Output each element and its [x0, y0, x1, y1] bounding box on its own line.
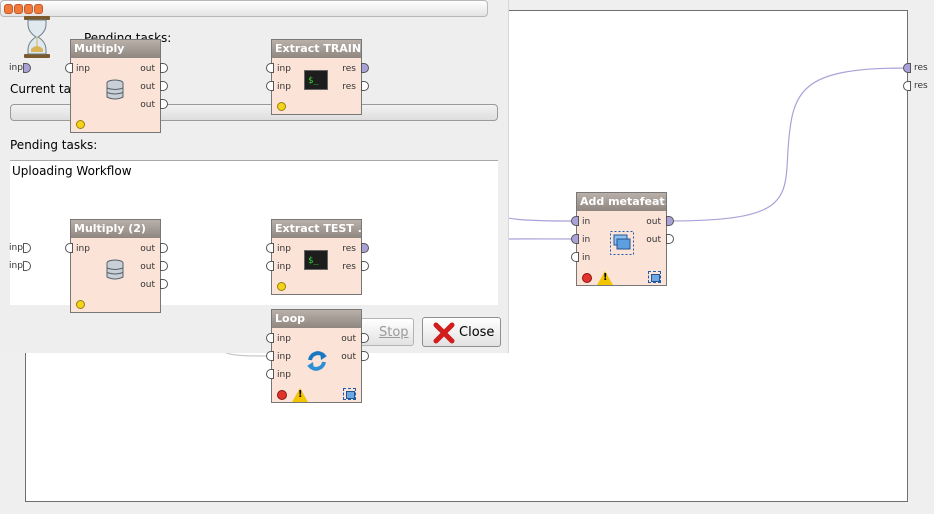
- port-label: out: [140, 262, 155, 272]
- port-label: out: [140, 82, 155, 92]
- port-label: in: [582, 217, 591, 227]
- warning-icon: !: [292, 388, 308, 402]
- port-label: out: [646, 217, 661, 227]
- svg-text:$_: $_: [308, 256, 319, 266]
- port-label: inp: [277, 370, 291, 380]
- port-multiply2-in-1[interactable]: [65, 243, 73, 253]
- window-button-2[interactable]: [14, 4, 23, 14]
- canvas-input-port-3[interactable]: [23, 261, 31, 271]
- canvas-input-port-2[interactable]: [23, 243, 31, 253]
- operator-title: Add metafeat...: [577, 193, 666, 211]
- port-add-in-3[interactable]: [571, 252, 579, 262]
- port-loop-in-1[interactable]: [266, 333, 274, 343]
- canvas-output-port-2[interactable]: [903, 81, 911, 91]
- list-item: Uploading Workflow: [12, 164, 132, 178]
- operator-loop[interactable]: Loop inp inp inp out out !: [271, 309, 362, 403]
- loop-icon: [307, 351, 327, 371]
- canvas-output-port-1[interactable]: [903, 63, 911, 73]
- window-button-4[interactable]: [34, 4, 43, 14]
- port-label: out: [140, 100, 155, 110]
- port-label: out: [140, 280, 155, 290]
- port-train-in-2[interactable]: [266, 81, 274, 91]
- subprocess-icon[interactable]: [648, 271, 661, 283]
- port-label: inp: [277, 64, 291, 74]
- terminal-icon: $_: [304, 250, 328, 270]
- operator-title: Multiply (2): [71, 220, 160, 238]
- port-test-in-1[interactable]: [266, 243, 274, 253]
- pending-tasks-label: Pending tasks:: [10, 138, 98, 152]
- port-label: out: [646, 235, 661, 245]
- port-multiply-in-1[interactable]: [65, 63, 73, 73]
- port-label: in: [582, 235, 591, 245]
- operator-extract-train[interactable]: Extract TRAIN ... inp inp res res $_: [271, 39, 362, 115]
- operator-title: Loop: [272, 310, 361, 328]
- window-button-3[interactable]: [24, 4, 33, 14]
- port-loop-out-1[interactable]: [361, 333, 369, 343]
- operator-multiply-2[interactable]: Multiply (2) inp out out out: [70, 219, 161, 313]
- port-add-in-2[interactable]: [571, 234, 579, 244]
- status-indicator: [76, 300, 85, 309]
- port-test-in-2[interactable]: [266, 261, 274, 271]
- operator-title: Multiply: [71, 40, 160, 58]
- port-loop-in-3[interactable]: [266, 369, 274, 379]
- operator-add-metafeatures[interactable]: Add metafeat... in in in out out !: [576, 192, 667, 286]
- subprocess-icon[interactable]: [343, 388, 356, 400]
- operator-multiply[interactable]: Multiply inp out out out: [70, 39, 161, 133]
- operator-title: Extract TRAIN ...: [272, 40, 361, 58]
- close-button-label: Close: [459, 325, 495, 340]
- port-label: in: [582, 253, 591, 263]
- hourglass-icon: [24, 16, 50, 58]
- terminal-icon: $_: [304, 70, 328, 90]
- error-indicator: [582, 273, 592, 283]
- canvas-input-label-2: inp: [9, 243, 23, 253]
- port-label: out: [341, 352, 356, 362]
- port-loop-out-2[interactable]: [361, 351, 369, 361]
- port-label: out: [140, 64, 155, 74]
- operator-extract-test[interactable]: Extract TEST ... inp inp res res $_: [271, 219, 362, 295]
- port-train-in-1[interactable]: [266, 63, 274, 73]
- port-label: inp: [277, 352, 291, 362]
- close-x-icon: [433, 322, 455, 344]
- warning-icon: !: [597, 271, 613, 285]
- port-test-out-2[interactable]: [361, 261, 369, 271]
- port-label: res: [342, 244, 356, 254]
- dialog-titlebar[interactable]: [0, 0, 488, 17]
- port-add-out-2[interactable]: [666, 234, 674, 244]
- window-button-1[interactable]: [4, 4, 13, 14]
- canvas-input-port-1[interactable]: [23, 63, 31, 73]
- current-task-label: Current task: [10, 82, 85, 96]
- port-label: out: [341, 334, 356, 344]
- error-indicator: [277, 390, 287, 400]
- status-indicator: [277, 102, 286, 111]
- port-label: inp: [277, 244, 291, 254]
- port-label: res: [342, 64, 356, 74]
- status-indicator: [277, 282, 286, 291]
- database-icon: [106, 79, 124, 100]
- stop-button-label: Stop: [379, 325, 409, 340]
- canvas-input-label-3: inp: [9, 261, 23, 271]
- port-label: inp: [76, 64, 90, 74]
- port-add-in-1[interactable]: [571, 216, 579, 226]
- canvas-output-label-1: res: [914, 63, 928, 73]
- svg-text:$_: $_: [308, 76, 319, 86]
- canvas-input-label-1: inp: [9, 63, 23, 73]
- operator-title: Extract TEST ...: [272, 220, 361, 238]
- subprocess-icon: [610, 231, 634, 255]
- port-label: res: [342, 262, 356, 272]
- port-loop-in-2[interactable]: [266, 351, 274, 361]
- port-label: out: [140, 244, 155, 254]
- port-label: inp: [277, 82, 291, 92]
- close-button[interactable]: Close: [422, 317, 501, 347]
- port-label: res: [342, 82, 356, 92]
- port-label: inp: [76, 244, 90, 254]
- status-indicator: [76, 120, 85, 129]
- database-icon: [106, 259, 124, 280]
- port-label: inp: [277, 334, 291, 344]
- port-label: inp: [277, 262, 291, 272]
- canvas-output-label-2: res: [914, 81, 928, 91]
